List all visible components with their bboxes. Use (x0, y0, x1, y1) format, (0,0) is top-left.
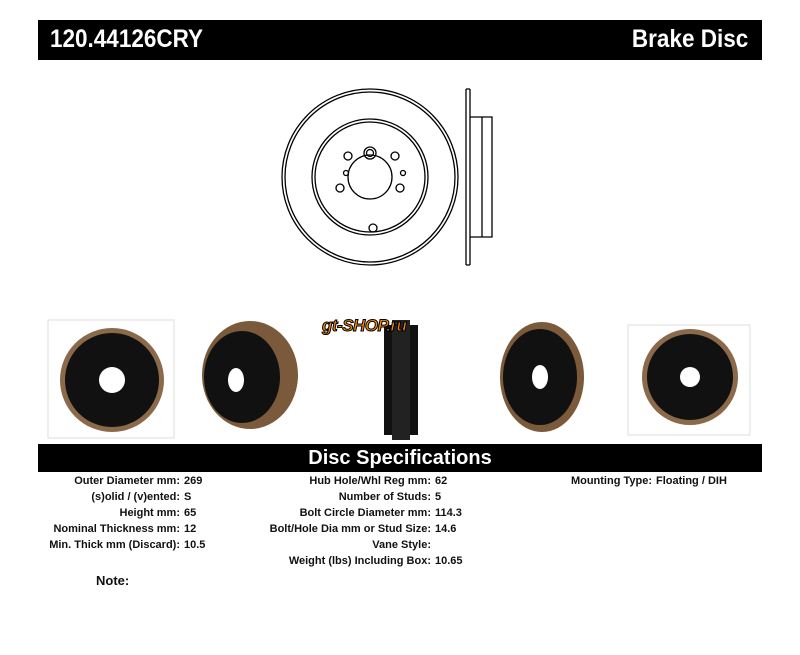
spec-value: 114.3 (435, 507, 462, 519)
spec-value: Floating / DIH (656, 475, 727, 487)
watermark-logo: gt-SHOP.ru (321, 316, 407, 336)
spec-label: Outer Diameter mm: (74, 475, 180, 487)
spec-label: (s)olid / (v)ented: (91, 491, 180, 503)
note-label: Note: (96, 573, 130, 588)
spec-value: 10.65 (435, 555, 463, 567)
spec-value: 62 (435, 475, 448, 487)
spec-label: Vane Style: (372, 539, 431, 551)
spec-label: Bolt/Hole Dia mm or Stud Size: (269, 523, 431, 535)
spec-label: Nominal Thickness mm: (53, 523, 180, 535)
spec-label: Mounting Type: (570, 475, 652, 487)
spec-value: 10.5 (184, 539, 206, 551)
product-type: Brake Disc (631, 25, 748, 53)
product-photos (47, 319, 751, 440)
spec-label: Height mm: (119, 507, 181, 519)
spec-value: S (184, 491, 192, 503)
header-bar: 120.44126CRY Brake Disc (38, 20, 762, 60)
part-number: 120.44126CRY (50, 25, 204, 53)
spec-label: Min. Thick mm (Discard): (49, 539, 180, 551)
spec-label: Weight (lbs) Including Box: (288, 555, 431, 567)
spec-value: 5 (435, 491, 442, 503)
spec-label: Hub Hole/Whl Reg mm: (309, 475, 431, 487)
spec-label: Number of Studs: (338, 491, 431, 503)
spec-label: Bolt Circle Diameter mm: (299, 507, 431, 519)
spec-value: 12 (184, 523, 197, 535)
spec-value: 269 (184, 475, 203, 487)
specs-title: Disc Specifications (38, 444, 762, 472)
spec-value: 14.6 (435, 523, 457, 535)
spec-value: 65 (184, 507, 197, 519)
disc-technical-drawing (281, 88, 493, 266)
